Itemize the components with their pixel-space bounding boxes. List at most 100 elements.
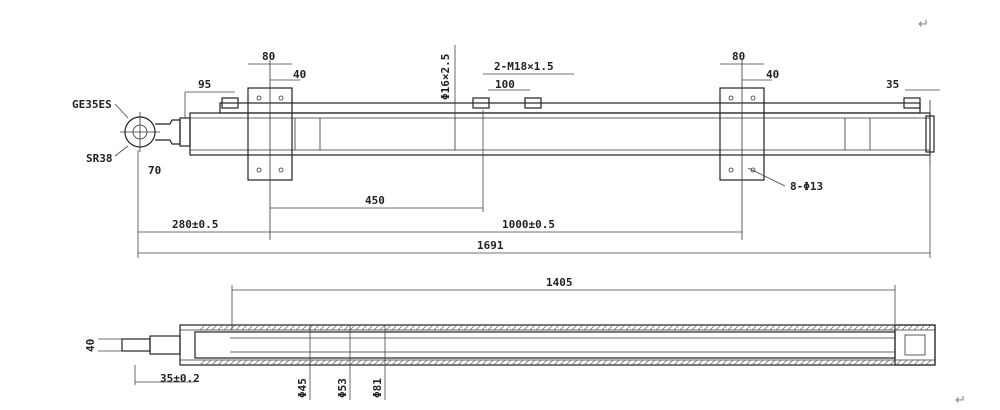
hatch-line	[877, 324, 884, 331]
hatch-line	[655, 359, 662, 366]
hatch-line	[835, 359, 842, 366]
hatch-line	[757, 359, 764, 366]
hatch-line	[493, 324, 500, 331]
label-35-02: 35±0.2	[160, 372, 200, 385]
hatch-line	[307, 359, 314, 366]
hatch-line	[199, 359, 206, 366]
hatch-line	[343, 359, 350, 366]
hatch-line	[901, 359, 908, 366]
hatch-line	[793, 324, 800, 331]
hatch-line	[619, 359, 626, 366]
label-80-right: 80	[732, 50, 745, 63]
hatch-line	[559, 324, 566, 331]
hatch-line	[691, 359, 698, 366]
hatch-line	[763, 324, 770, 331]
hatch-line	[775, 324, 782, 331]
hatch-line	[835, 324, 842, 331]
hatch-line	[811, 324, 818, 331]
hatch-line	[571, 359, 578, 366]
hatch-line	[229, 359, 236, 366]
hatch-line	[271, 324, 278, 331]
hatch-line	[277, 324, 284, 331]
hatch-line	[757, 324, 764, 331]
hatch-line	[883, 359, 890, 366]
hatch-line	[505, 359, 512, 366]
hatch-line	[865, 359, 872, 366]
hatch-line	[211, 324, 218, 331]
label-40-right: 40	[766, 68, 779, 81]
hatch-line	[745, 324, 752, 331]
hatch-line	[325, 359, 332, 366]
hatch-line	[445, 359, 452, 366]
hatch-line	[643, 359, 650, 366]
hatch-line	[367, 359, 374, 366]
hatch-line	[631, 359, 638, 366]
hatch-line	[211, 359, 218, 366]
hatch-line	[547, 324, 554, 331]
hatch-line	[613, 324, 620, 331]
hatch-line	[391, 324, 398, 331]
hatch-line	[589, 359, 596, 366]
hatch-line	[709, 324, 716, 331]
hatch-line	[745, 359, 752, 366]
hatch-line	[913, 359, 920, 366]
hatch-line	[379, 359, 386, 366]
hatch-line	[295, 359, 302, 366]
hatch-line	[487, 324, 494, 331]
hatch-line	[523, 324, 530, 331]
label-35: 35	[886, 78, 899, 91]
hatch-line	[847, 324, 854, 331]
hatch-line	[295, 324, 302, 331]
hatch-line	[895, 324, 902, 331]
hatch-line	[805, 359, 812, 366]
hatch-line	[913, 324, 920, 331]
hatch-line	[817, 324, 824, 331]
hatch-line	[439, 359, 446, 366]
hatch-line	[781, 324, 788, 331]
hatch-line	[751, 359, 758, 366]
hatch-line	[361, 359, 368, 366]
hatch-line	[925, 359, 932, 366]
hatch-line	[511, 324, 518, 331]
label-1405: 1405	[546, 276, 573, 289]
hatch-line	[433, 324, 440, 331]
hatch-line	[805, 324, 812, 331]
hatch-line	[343, 324, 350, 331]
hatch-line	[427, 359, 434, 366]
hatch-line	[499, 359, 506, 366]
paragraph-mark-top: ↵	[918, 17, 929, 32]
hatch-line	[787, 359, 794, 366]
hatch-line	[733, 324, 740, 331]
hatch-line	[391, 359, 398, 366]
hatch-line	[337, 359, 344, 366]
hatch-line	[307, 324, 314, 331]
label-1691: 1691	[477, 239, 504, 252]
hatch-line	[433, 359, 440, 366]
hatch-line	[925, 324, 932, 331]
hatch-line	[265, 324, 272, 331]
hatch-line	[823, 359, 830, 366]
hatch-line	[367, 324, 374, 331]
hatch-line	[649, 359, 656, 366]
hatch-line	[739, 359, 746, 366]
tube	[179, 324, 936, 366]
hatch-line	[889, 324, 896, 331]
hatch-line	[715, 324, 722, 331]
hatch-line	[451, 324, 458, 331]
hatch-line	[403, 324, 410, 331]
label-phi81: Φ81	[371, 378, 384, 398]
hatch-line	[625, 359, 632, 366]
label-280: 280±0.5	[172, 218, 218, 231]
hatch-line	[457, 324, 464, 331]
hatch-line	[847, 359, 854, 366]
hatch-line	[283, 324, 290, 331]
hatch-line	[481, 359, 488, 366]
hatch-line	[787, 324, 794, 331]
hatch-line	[205, 359, 212, 366]
hatch-line	[709, 359, 716, 366]
hatch-line	[907, 324, 914, 331]
label-sr38: SR38	[86, 152, 113, 165]
hatch-line	[817, 359, 824, 366]
hatch-line	[409, 324, 416, 331]
